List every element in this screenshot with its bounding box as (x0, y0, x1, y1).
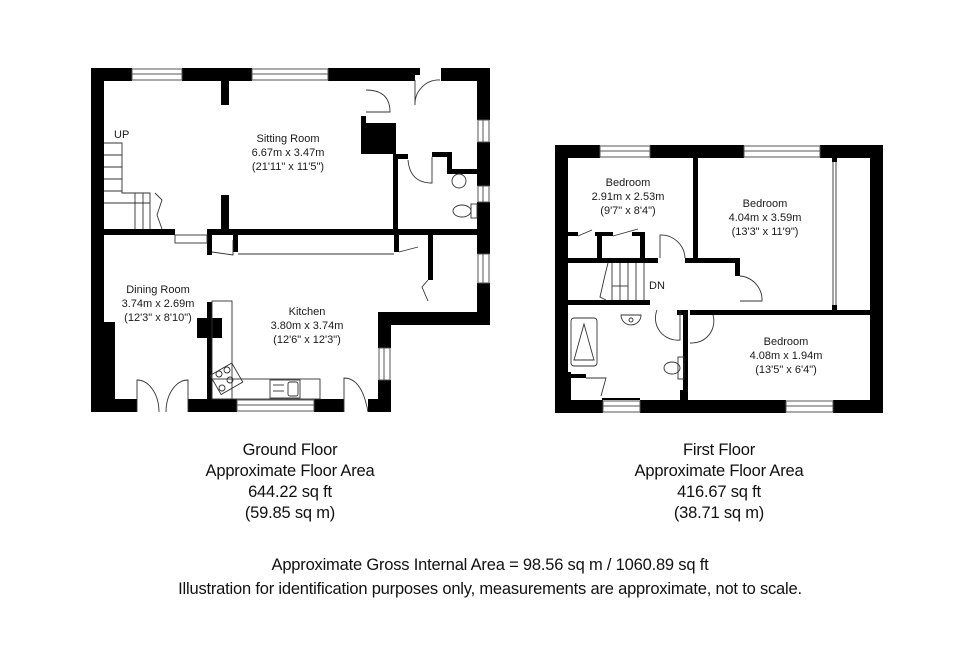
room-name: Dining Room (126, 284, 190, 296)
ground-floor-details (104, 79, 478, 413)
ground-floor-plan (91, 68, 490, 413)
floor-area-sq-m: (59.85 sq m) (244, 504, 336, 522)
ground-floor-windows (131, 68, 490, 412)
room-name: Bedroom (763, 336, 809, 348)
first-floor-plan (555, 145, 883, 413)
room-name: Sitting Room (256, 133, 320, 145)
stairs-down-label: DN (649, 280, 665, 292)
room-label-dining-room: Dining Room 3.74m x 2.69m (12'3" x 8'10"… (122, 283, 195, 325)
floor-area-sq-ft: 416.67 sq ft (677, 483, 761, 501)
first-floor-summary: First Floor Approximate Floor Area 416.6… (635, 440, 804, 524)
gross-internal-area: Approximate Gross Internal Area = 98.56 … (271, 556, 709, 574)
floor-area-subtitle: Approximate Floor Area (205, 462, 375, 480)
room-name: Kitchen (288, 306, 326, 318)
floor-title: First Floor (682, 441, 756, 459)
floor-area-subtitle: Approximate Floor Area (634, 462, 804, 480)
room-dimensions-metric: 4.04m x 3.59m (728, 212, 802, 224)
room-dimensions-imperial: (9'7" x 8'4") (600, 205, 656, 217)
room-label-bedroom-3: Bedroom 4.08m x 1.94m (13'5" x 6'4") (750, 335, 823, 377)
room-name: Bedroom (742, 198, 788, 210)
ground-floor-summary: Ground Floor Approximate Floor Area 644.… (206, 440, 375, 524)
room-label-sitting-room: Sitting Room 6.67m x 3.47m (21'11" x 11'… (252, 132, 325, 174)
room-label-bedroom-1: Bedroom 2.91m x 2.53m (9'7" x 8'4") (592, 176, 665, 218)
room-dimensions-metric: 3.80m x 3.74m (270, 320, 344, 332)
room-label-kitchen: Kitchen 3.80m x 3.74m (12'6" x 12'3") (271, 305, 344, 347)
room-dimensions-imperial: (12'3" x 8'10") (124, 312, 192, 324)
stairs-up-label: UP (114, 129, 130, 141)
floor-title: Ground Floor (242, 441, 338, 459)
room-dimensions-metric: 2.91m x 2.53m (591, 191, 665, 203)
ground-floor-walls (91, 68, 490, 412)
first-floor-windows (599, 145, 834, 413)
first-floor-walls (555, 145, 883, 413)
room-dimensions-imperial: (21'11" x 11'5") (251, 161, 325, 173)
room-dimensions-imperial: (12'6" x 12'3") (273, 334, 341, 346)
floor-area-sq-ft: 644.22 sq ft (248, 483, 332, 501)
floor-area-sq-m: (38.71 sq m) (673, 504, 765, 522)
room-dimensions-imperial: (13'5" x 6'4") (755, 364, 817, 376)
disclaimer-text: Illustration for identification purposes… (178, 580, 802, 598)
room-label-bedroom-2: Bedroom 4.04m x 3.59m (13'3" x 11'9") (729, 197, 802, 239)
room-dimensions-metric: 4.08m x 1.94m (749, 350, 823, 362)
room-dimensions-metric: 3.74m x 2.69m (121, 298, 195, 310)
first-floor-details (570, 162, 837, 397)
room-name: Bedroom (605, 177, 651, 189)
room-dimensions-metric: 6.67m x 3.47m (251, 147, 325, 159)
room-dimensions-imperial: (13'3" x 11'9") (731, 226, 799, 238)
